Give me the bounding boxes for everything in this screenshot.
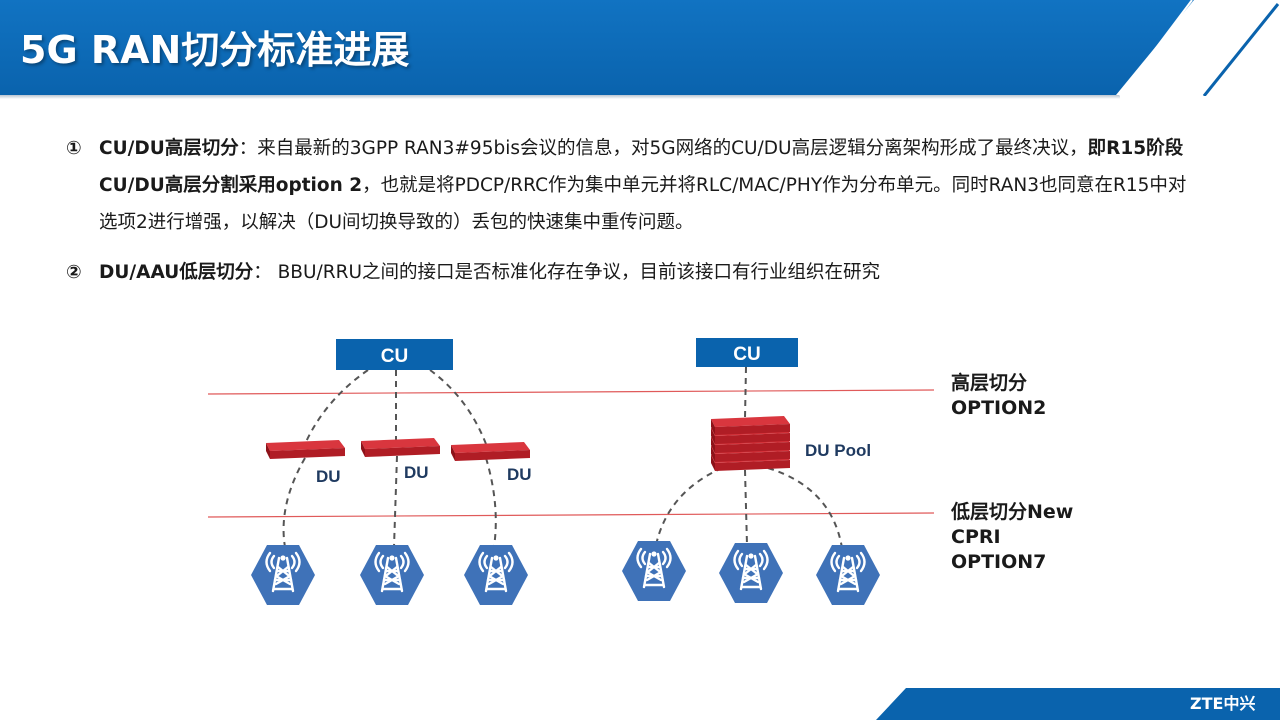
du-unit-3 [451,442,530,461]
header-bar [0,0,1194,95]
du-label-2: DU [404,463,429,482]
low-split-label: 低层切分New CPRI OPTION7 [951,500,1073,575]
du-pool-stack [711,416,790,471]
link-pool-antenna-3 [767,467,843,549]
antenna-icon [251,545,315,605]
point-1-lead: CU/DU高层切分 [99,138,239,159]
high-split-line [207,389,935,395]
point-text-2: DU/AAU低层切分： BBU/RRU之间的接口是否标准化存在争议，目前该接口有… [99,254,1196,291]
high-split-label-line2: OPTION2 [951,397,1047,419]
low-split-label-line2: CPRI [951,526,1001,548]
right-cu-box [696,338,798,367]
du-pool-label: DU Pool [805,441,871,460]
left-cu-label: CU [381,346,408,367]
point-1-bold-mid: 即R15阶段CU/DU高层分割采用option 2 [99,138,1184,196]
footer-bar [876,688,1280,720]
link-du-antenna-3 [485,457,497,548]
antenna-icon [816,545,880,605]
right-cu-label: CU [733,344,760,365]
low-split-label-line3: OPTION7 [951,551,1047,573]
high-split-label: 高层切分 OPTION2 [951,371,1046,421]
low-split-label-line1: 低层切分New [951,501,1074,523]
point-cu-du-high-split: ① CU/DU高层切分：来自最新的3GPP RAN3#95bis会议的信息，对5… [66,130,1196,241]
point-number-2: ② [66,262,82,283]
link-cu-pool [744,366,747,419]
link-pool-antenna-1 [655,467,723,546]
header-shadow [0,95,1120,99]
point-1-text-a: ：来自最新的3GPP RAN3#95bis会议的信息，对5G网络的CU/DU高层… [238,138,1088,159]
link-pool-antenna-2 [744,469,748,546]
du-label-3: DU [507,465,532,484]
antenna-icon [719,543,783,603]
antenna-icon [622,541,686,601]
high-split-label-line1: 高层切分 [951,372,1028,394]
page-title: 5G RAN切分标准进展 [20,28,410,72]
point-number-1: ① [66,138,82,159]
link-cu-du-1 [304,369,369,445]
link-du-antenna-2 [393,455,398,548]
point-1-text-b: ，也就是将PDCP/RRC作为集中单元并将RLC/MAC/PHY作为分布单元。同… [99,175,1187,233]
point-du-aau-low-split: ② DU/AAU低层切分： BBU/RRU之间的接口是否标准化存在争议，目前该接… [66,254,1196,291]
du-unit-1 [266,440,345,459]
header-stripes [1119,0,1280,96]
point-text-1: CU/DU高层切分：来自最新的3GPP RAN3#95bis会议的信息，对5G网… [99,130,1196,241]
du-unit-2 [361,438,440,457]
antenna-icon [360,545,424,605]
zte-logo: ZTE中兴 [1190,694,1256,713]
antenna-icon [464,545,528,605]
low-split-line [207,512,935,518]
du-label-1: DU [316,467,341,486]
point-2-lead: DU/AAU低层切分 [99,262,254,283]
link-du-antenna-1 [282,457,306,548]
point-2-text-a: ： BBU/RRU之间的接口是否标准化存在争议，目前该接口有行业组织在研究 [253,262,881,283]
left-cu-box [336,339,453,370]
link-cu-du-3 [429,369,487,445]
